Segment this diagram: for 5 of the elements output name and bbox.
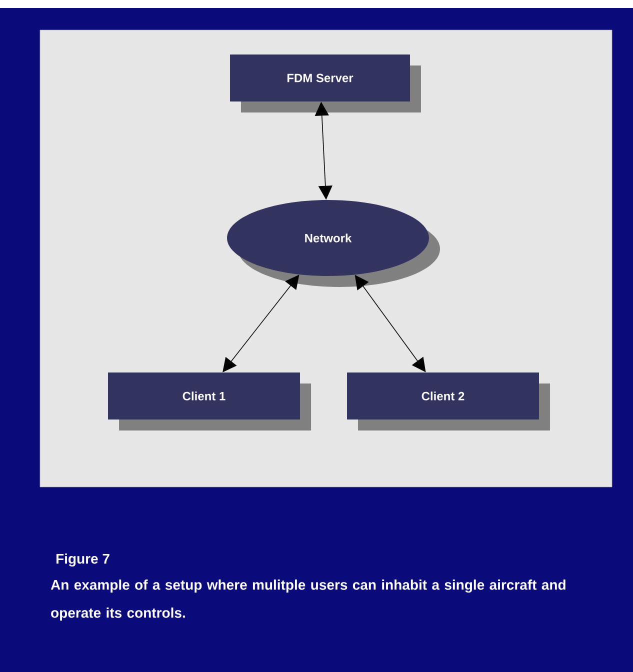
caption: An example of a setup where mulitple users can inhabit a single aircraft and operate its controls. xyxy=(50,580,566,621)
process-box: Client 1 xyxy=(108,372,311,430)
process-box: Client 2 xyxy=(347,372,550,430)
figure-number: Figure 7 xyxy=(56,553,110,567)
process-box: FDM Server xyxy=(230,54,421,112)
